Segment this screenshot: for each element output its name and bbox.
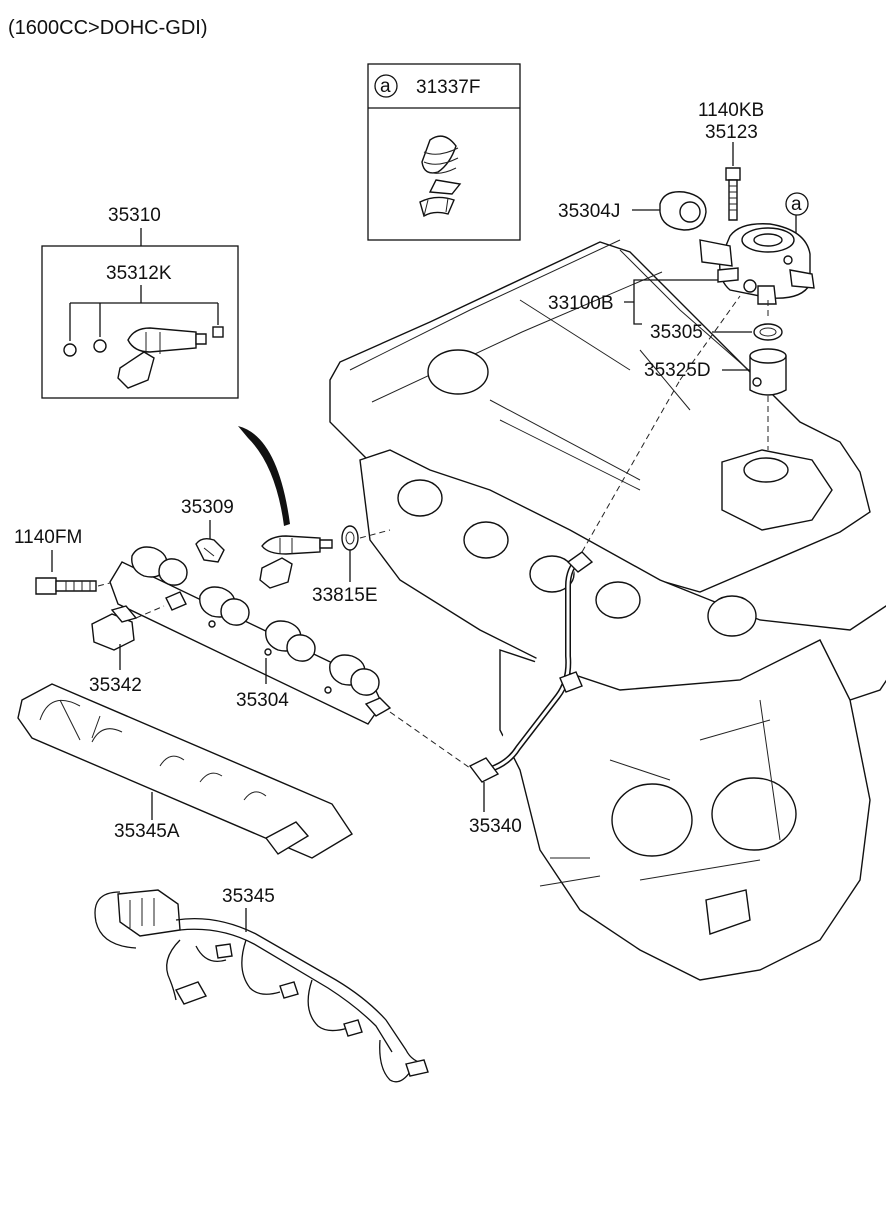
cap-35304J-drawing xyxy=(659,191,707,231)
callout-circle-icon xyxy=(374,74,398,98)
detail-box-31337F: a 31337F xyxy=(367,63,521,241)
part-label-35340[interactable]: 35340 xyxy=(469,816,522,837)
detail-marker[interactable]: a xyxy=(380,76,391,97)
part-label-1140KB[interactable]: 1140KB xyxy=(698,100,764,121)
part-label-33100B[interactable]: 33100B xyxy=(548,293,614,314)
o-ring-35305-drawing xyxy=(753,323,783,341)
bolt-1140FM-drawing xyxy=(35,577,97,595)
engine-block-drawing xyxy=(329,239,886,981)
clip-35309-drawing xyxy=(195,537,225,563)
part-label-1140FM[interactable]: 1140FM xyxy=(14,527,82,548)
part-label-35345[interactable]: 35345 xyxy=(222,886,275,907)
part-label-35305[interactable]: 35305 xyxy=(650,322,703,343)
part-label-35312K[interactable]: 35312K xyxy=(106,263,172,284)
part-label-31337F[interactable]: 31337F xyxy=(416,77,480,98)
location-arrow-icon xyxy=(238,426,290,526)
clip-small-drawing xyxy=(212,326,224,338)
part-label-35123[interactable]: 35123 xyxy=(705,122,758,143)
part-label-35310[interactable]: 35310 xyxy=(108,205,161,226)
wiring-harness-drawing xyxy=(94,889,429,1083)
part-label-35345A[interactable]: 35345A xyxy=(114,821,180,842)
washer-drawing xyxy=(63,343,77,357)
part-label-35304J[interactable]: 35304J xyxy=(558,201,620,222)
clip-drawing xyxy=(419,135,462,218)
callout-marker[interactable]: a xyxy=(791,194,802,215)
high-pressure-pump-drawing xyxy=(699,223,815,305)
diagram-title: (1600CC>DOHC-GDI) xyxy=(8,17,207,39)
rail-cover-drawing xyxy=(17,683,353,859)
pressure-sensor-drawing xyxy=(91,605,138,651)
part-label-35304[interactable]: 35304 xyxy=(236,690,289,711)
seal-33815E-drawing xyxy=(341,525,359,551)
part-label-35309[interactable]: 35309 xyxy=(181,497,234,518)
fuel-pipe-drawing xyxy=(468,551,594,783)
injector-kit-drawing xyxy=(117,327,207,389)
injector-kit-box xyxy=(41,245,239,399)
tappet-35325D-drawing xyxy=(749,348,787,396)
fuel-rail-drawing xyxy=(109,546,392,725)
bolt-35123-drawing xyxy=(725,167,741,221)
part-label-33815E[interactable]: 33815E xyxy=(312,585,378,606)
part-label-35342[interactable]: 35342 xyxy=(89,675,142,696)
seal-ring-drawing xyxy=(93,339,107,353)
callout-circle-icon xyxy=(785,192,809,216)
injector-drawing xyxy=(259,535,333,589)
part-label-35325D[interactable]: 35325D xyxy=(644,360,711,381)
